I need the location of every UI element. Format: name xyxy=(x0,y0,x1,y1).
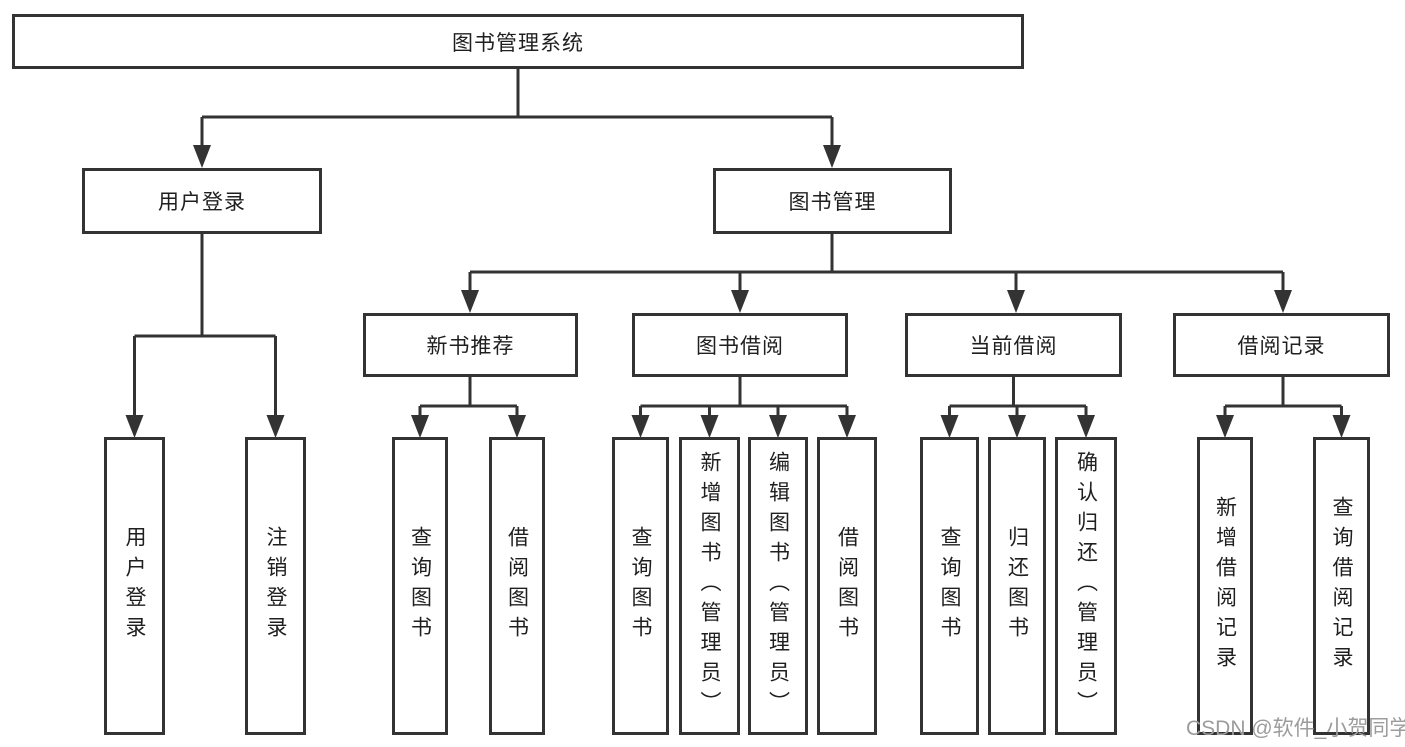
arrowheads xyxy=(125,145,1351,438)
node-leaf-edit-books-admin-label: 编辑图书（管理员） xyxy=(766,451,790,721)
node-leaf-recommend-borrow-books: 借阅图书 xyxy=(489,437,545,735)
node-leaf-add-books-admin: 新增图书（管理员） xyxy=(679,437,740,735)
node-leaf-borrow-query-books: 查询图书 xyxy=(612,437,669,735)
node-root-library-management-system: 图书管理系统 xyxy=(12,14,1024,69)
node-book-management-label: 图书管理 xyxy=(788,191,877,214)
node-root-label: 图书管理系统 xyxy=(452,31,584,55)
node-leaf-return-books-label: 归还图书 xyxy=(1005,526,1029,646)
node-leaf-user-login: 用户登录 xyxy=(104,437,165,735)
node-leaf-add-borrow-record-label: 新增借阅记录 xyxy=(1213,496,1237,676)
node-leaf-return-books: 归还图书 xyxy=(988,437,1046,735)
node-book-management: 图书管理 xyxy=(713,168,952,234)
node-leaf-recommend-query-books: 查询图书 xyxy=(392,437,448,735)
node-leaf-recommend-borrow-books-label: 借阅图书 xyxy=(505,526,529,646)
node-leaf-borrow-query-books-label: 查询图书 xyxy=(629,526,652,646)
node-leaf-add-books-admin-label: 新增图书（管理员） xyxy=(698,451,721,721)
node-leaf-borrow-books: 借阅图书 xyxy=(817,437,877,735)
node-book-borrow-label: 图书借阅 xyxy=(696,335,784,358)
node-leaf-logout: 注销登录 xyxy=(245,437,306,735)
node-current-borrow-label: 当前借阅 xyxy=(969,335,1058,358)
node-user-login-label: 用户登录 xyxy=(158,191,246,214)
node-leaf-confirm-return-admin-label: 确认归还（管理员） xyxy=(1074,451,1098,721)
node-leaf-confirm-return-admin: 确认归还（管理员） xyxy=(1055,437,1117,735)
node-leaf-current-query-books: 查询图书 xyxy=(920,437,979,735)
node-leaf-query-borrow-record-label: 查询借阅记录 xyxy=(1330,496,1353,676)
node-leaf-current-query-books-label: 查询图书 xyxy=(938,526,961,646)
csdn-watermark: CSDN @软件_小贺同学 xyxy=(1186,717,1405,740)
node-leaf-borrow-books-label: 借阅图书 xyxy=(835,526,859,646)
node-leaf-logout-label: 注销登录 xyxy=(264,526,287,646)
node-leaf-user-login-label: 用户登录 xyxy=(123,526,146,646)
node-current-borrow: 当前借阅 xyxy=(905,313,1122,377)
node-leaf-add-borrow-record: 新增借阅记录 xyxy=(1197,437,1253,735)
node-borrow-records: 借阅记录 xyxy=(1173,313,1390,377)
node-leaf-query-borrow-record: 查询借阅记录 xyxy=(1313,437,1370,735)
node-book-borrow: 图书借阅 xyxy=(632,313,848,377)
node-new-book-recommend-label: 新书推荐 xyxy=(426,335,515,358)
node-borrow-records-label: 借阅记录 xyxy=(1237,335,1326,358)
node-leaf-edit-books-admin: 编辑图书（管理员） xyxy=(748,437,808,735)
node-leaf-recommend-query-books-label: 查询图书 xyxy=(408,526,432,646)
node-user-login: 用户登录 xyxy=(82,168,322,234)
node-new-book-recommend: 新书推荐 xyxy=(363,313,578,377)
